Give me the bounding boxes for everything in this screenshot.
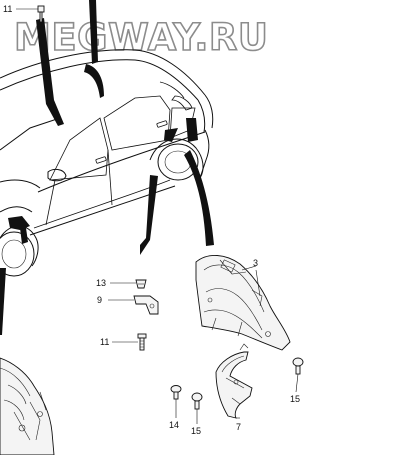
callout-9: 9: [97, 295, 102, 305]
leader-lines: [16, 8, 299, 424]
bolt-11-mid-icon: [137, 333, 147, 351]
callout-15-right: 15: [290, 394, 300, 404]
screw-15-bottom-icon: [191, 392, 203, 410]
callout-11-top: 11: [3, 4, 12, 14]
callout-7: 7: [236, 422, 241, 432]
callout-3: 3: [253, 258, 258, 268]
pointer-strokes: [0, 0, 214, 335]
clip-13-icon: [135, 279, 147, 289]
callout-11-mid: 11: [100, 337, 109, 347]
watermark: MEGWAY.RU: [14, 16, 268, 59]
rear-wheel-liner-icon: [195, 255, 291, 351]
front-wheel-liner-icon: [0, 357, 55, 455]
callout-13: 13: [96, 278, 106, 288]
car-body-icon: [0, 49, 214, 277]
callout-14: 14: [169, 420, 179, 430]
mud-guard-icon: [215, 343, 253, 419]
callout-15-bottom: 15: [191, 426, 201, 436]
bracket-9-icon: [133, 295, 159, 315]
clip-14-icon: [170, 385, 182, 400]
screw-15-right-icon: [292, 357, 304, 375]
